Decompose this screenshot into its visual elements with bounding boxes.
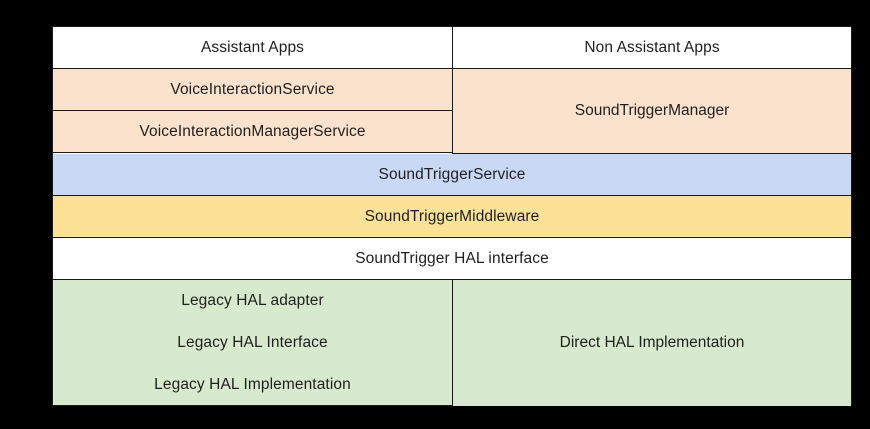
- cell-legacy-hal-implementation: Legacy HAL Implementation: [53, 364, 452, 406]
- cell-voice-interaction-service: VoiceInteractionService: [53, 69, 452, 111]
- table-row-apps-header: Assistant Apps Non Assistant Apps: [53, 27, 851, 69]
- soundtrigger-stack-table: Assistant Apps Non Assistant Apps VoiceI…: [52, 26, 852, 406]
- cell-sound-trigger-middleware: SoundTriggerMiddleware: [53, 196, 851, 238]
- app-services-left-column: VoiceInteractionService VoiceInteraction…: [53, 69, 453, 154]
- table-row-sound-trigger-hal-interface: SoundTrigger HAL interface: [53, 238, 851, 280]
- hal-left-column: Legacy HAL adapter Legacy HAL Interface …: [53, 280, 453, 406]
- cell-legacy-hal-adapter: Legacy HAL adapter: [53, 280, 452, 322]
- table-section-hal: Legacy HAL adapter Legacy HAL Interface …: [53, 280, 851, 406]
- cell-sound-trigger-service: SoundTriggerService: [53, 154, 851, 196]
- table-row-sound-trigger-service: SoundTriggerService: [53, 154, 851, 196]
- cell-voice-interaction-manager-service: VoiceInteractionManagerService: [53, 111, 452, 153]
- cell-non-assistant-apps-header: Non Assistant Apps: [453, 27, 851, 69]
- table-row-sound-trigger-middleware: SoundTriggerMiddleware: [53, 196, 851, 238]
- cell-sound-trigger-manager: SoundTriggerManager: [453, 69, 851, 154]
- cell-legacy-hal-interface: Legacy HAL Interface: [53, 322, 452, 364]
- cell-assistant-apps-header: Assistant Apps: [53, 27, 453, 69]
- cell-direct-hal-implementation: Direct HAL Implementation: [453, 280, 851, 406]
- table-section-app-services: VoiceInteractionService VoiceInteraction…: [53, 69, 851, 154]
- cell-sound-trigger-hal-interface: SoundTrigger HAL interface: [53, 238, 851, 280]
